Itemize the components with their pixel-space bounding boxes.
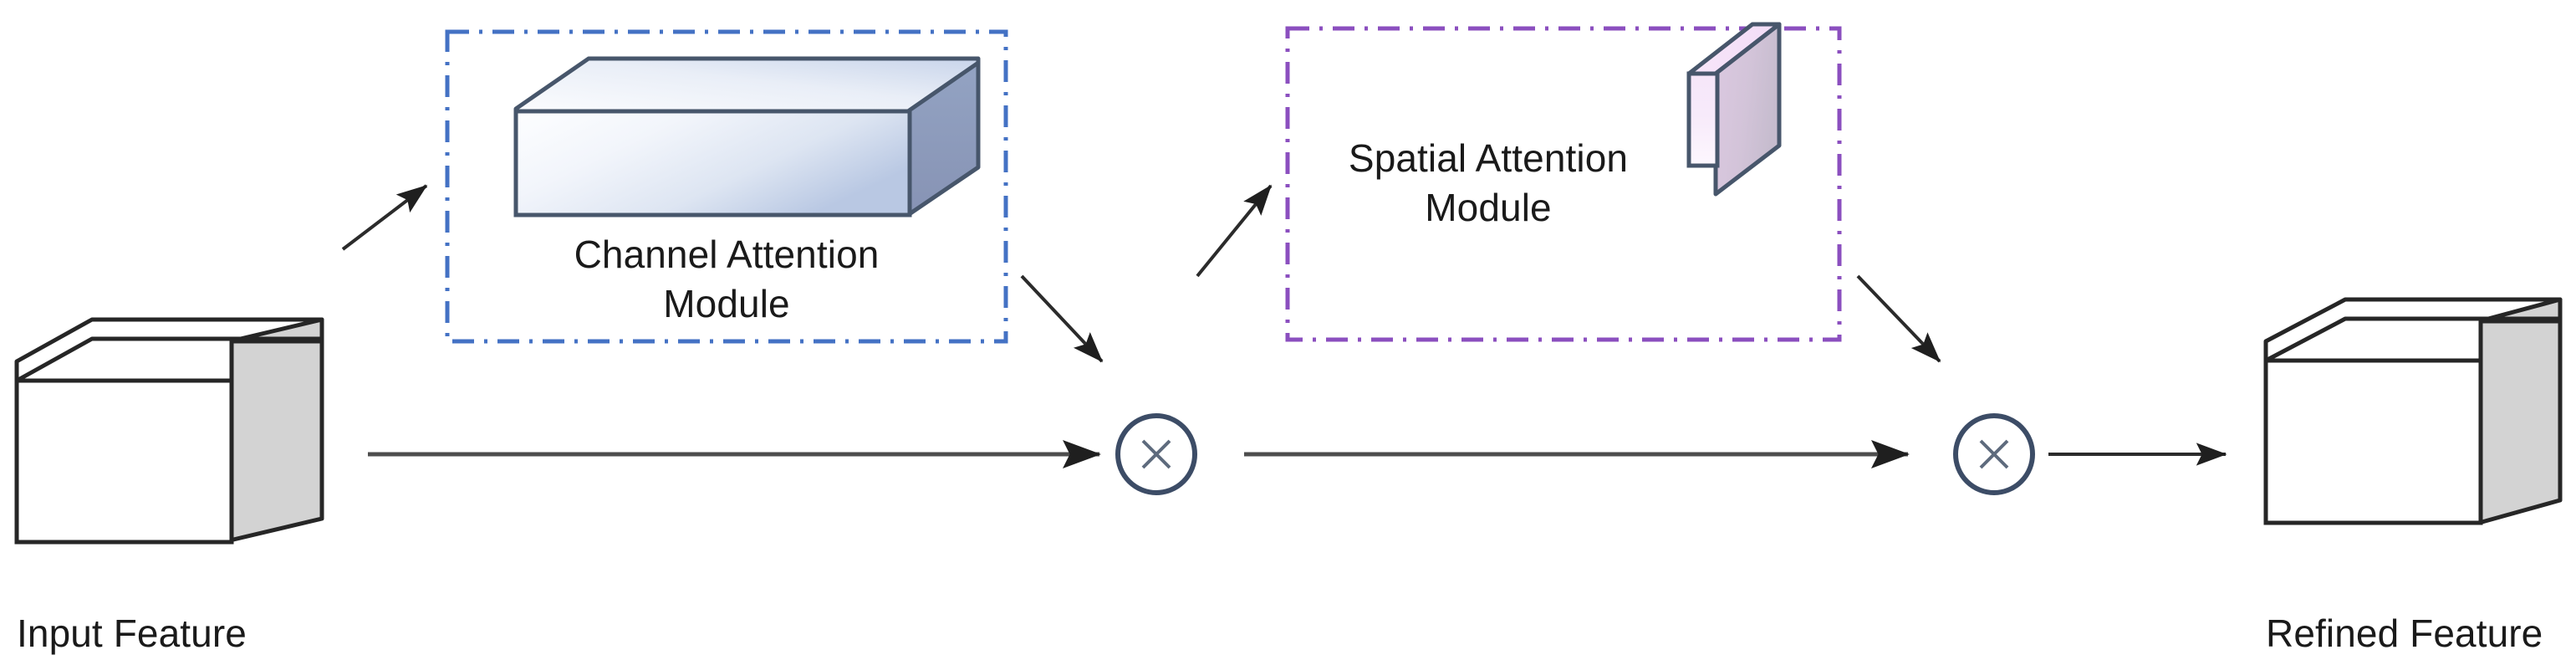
multiply-2-x-stroke-b: [1979, 439, 2009, 469]
edge-input-to-channel: [341, 184, 428, 251]
refined-feature-top-edge: [2263, 316, 2563, 363]
input-feature-front-face: [14, 378, 234, 545]
spatial-attention-icon: [1686, 22, 1782, 197]
edge-spatial-to-multiply-2: [1856, 274, 1941, 363]
refined-feature-front-face: [2263, 358, 2483, 525]
channel-attention-icon: [513, 56, 981, 217]
input-feature-side-face: [227, 317, 324, 543]
multiply-node-2[interactable]: [1953, 413, 2035, 495]
channel-module-container[interactable]: [445, 29, 1008, 344]
spatial-module-label: Spatial Attention Module: [1348, 136, 1629, 229]
multiply-1-x-stroke-b: [1141, 439, 1171, 469]
multiply-node-1[interactable]: [1115, 413, 1197, 495]
edge-channel-to-multiply-1: [1020, 274, 1104, 363]
refined-feature-box: [2263, 297, 2563, 525]
input-feature-box: [14, 317, 324, 545]
channel-module-label: Channel Attention Module: [574, 233, 880, 325]
refined-feature-label: Refined Feature: [2266, 612, 2543, 655]
spatial-icon-front-face: [1686, 71, 1720, 168]
input-feature-label: Input Feature: [17, 612, 247, 655]
channel-icon-front-face: [513, 109, 912, 217]
edge-multiply-1-to-spatial: [1196, 184, 1273, 278]
refined-feature-side-face: [2477, 297, 2563, 525]
channel-icon-top-face: [513, 56, 981, 114]
spatial-module-container[interactable]: [1285, 26, 1842, 342]
input-feature-top-edge: [14, 336, 324, 383]
